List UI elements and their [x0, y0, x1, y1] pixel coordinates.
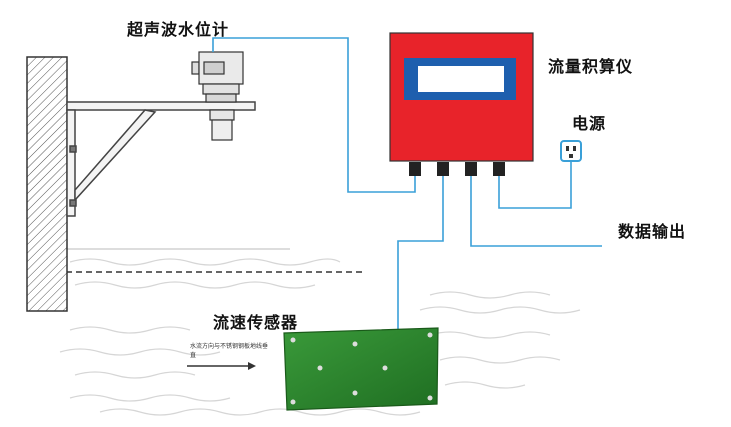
arrow-right-icon: [187, 362, 256, 370]
water-ripples: [59, 258, 581, 416]
flow-meter-enclosure: [389, 32, 534, 176]
ultrasonic-sensor: [191, 51, 244, 141]
wall: [26, 56, 68, 312]
wiring: [212, 37, 602, 338]
label-power-supply: 电源: [572, 114, 607, 133]
label-velocity-note: 水流方向与不锈钢钢板地线垂直: [190, 343, 269, 359]
label-velocity-sensor: 流速传感器: [213, 313, 299, 332]
label-data-output: 数据输出: [618, 222, 687, 241]
mounting-bracket: [66, 101, 256, 217]
power-socket-icon: [560, 140, 582, 162]
label-ultrasonic-level-meter: 超声波水位计: [127, 20, 230, 39]
velocity-sensor-plate: [283, 327, 439, 411]
label-flow-totalizer: 流量积算仪: [548, 57, 634, 76]
